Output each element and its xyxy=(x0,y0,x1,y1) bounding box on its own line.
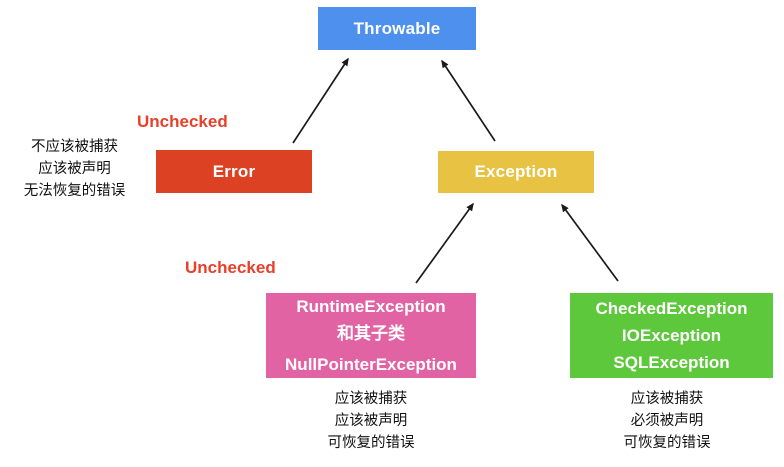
checked-note-line: 应该被捕获 xyxy=(630,391,704,407)
node-exception: Exception xyxy=(438,151,594,193)
node-checked-line: SQLException xyxy=(613,353,730,372)
arrow-runtime-to-exception xyxy=(415,202,474,284)
checked-notes: 应该被捕获 必须被声明 可恢复的错误 xyxy=(567,388,767,454)
checked-note-line: 必须被声明 xyxy=(630,413,704,429)
node-error: Error xyxy=(156,150,312,193)
unchecked-label-error: Unchecked xyxy=(137,112,228,131)
unchecked-label-runtime: Unchecked xyxy=(185,258,276,277)
error-note-line: 无法恢复的错误 xyxy=(23,183,126,199)
arrow-error-to-throwable xyxy=(292,57,349,144)
checked-note-line: 可恢复的错误 xyxy=(623,435,711,451)
node-throwable-label: Throwable xyxy=(353,18,441,38)
node-checked-exception: CheckedException IOException SQLExceptio… xyxy=(570,293,773,378)
runtime-note-line: 应该被捕获 xyxy=(334,391,408,407)
node-exception-label: Exception xyxy=(474,162,558,181)
error-note-line: 不应该被捕获 xyxy=(31,139,118,155)
node-runtime-line: NullPointerException xyxy=(285,355,457,374)
runtime-notes: 应该被捕获 应该被声明 可恢复的错误 xyxy=(271,388,471,454)
runtime-note-line: 应该被声明 xyxy=(334,413,408,429)
node-checked-line: CheckedException xyxy=(595,299,748,318)
runtime-note-line: 可恢复的错误 xyxy=(327,435,415,451)
node-checked-line: IOException xyxy=(621,326,722,345)
node-error-label: Error xyxy=(212,161,256,181)
error-note-line: 应该被声明 xyxy=(38,161,111,177)
error-notes: 不应该被捕获 应该被声明 无法恢复的错误 xyxy=(2,136,147,202)
node-runtime-line: RuntimeException xyxy=(296,297,446,316)
node-throwable: Throwable xyxy=(318,7,476,50)
node-runtime-line: 和其子类 xyxy=(337,324,405,343)
node-runtime-exception: RuntimeException 和其子类 NullPointerExcepti… xyxy=(266,293,476,378)
arrow-checked-to-exception xyxy=(561,203,619,282)
arrow-exception-to-throwable xyxy=(441,59,496,142)
